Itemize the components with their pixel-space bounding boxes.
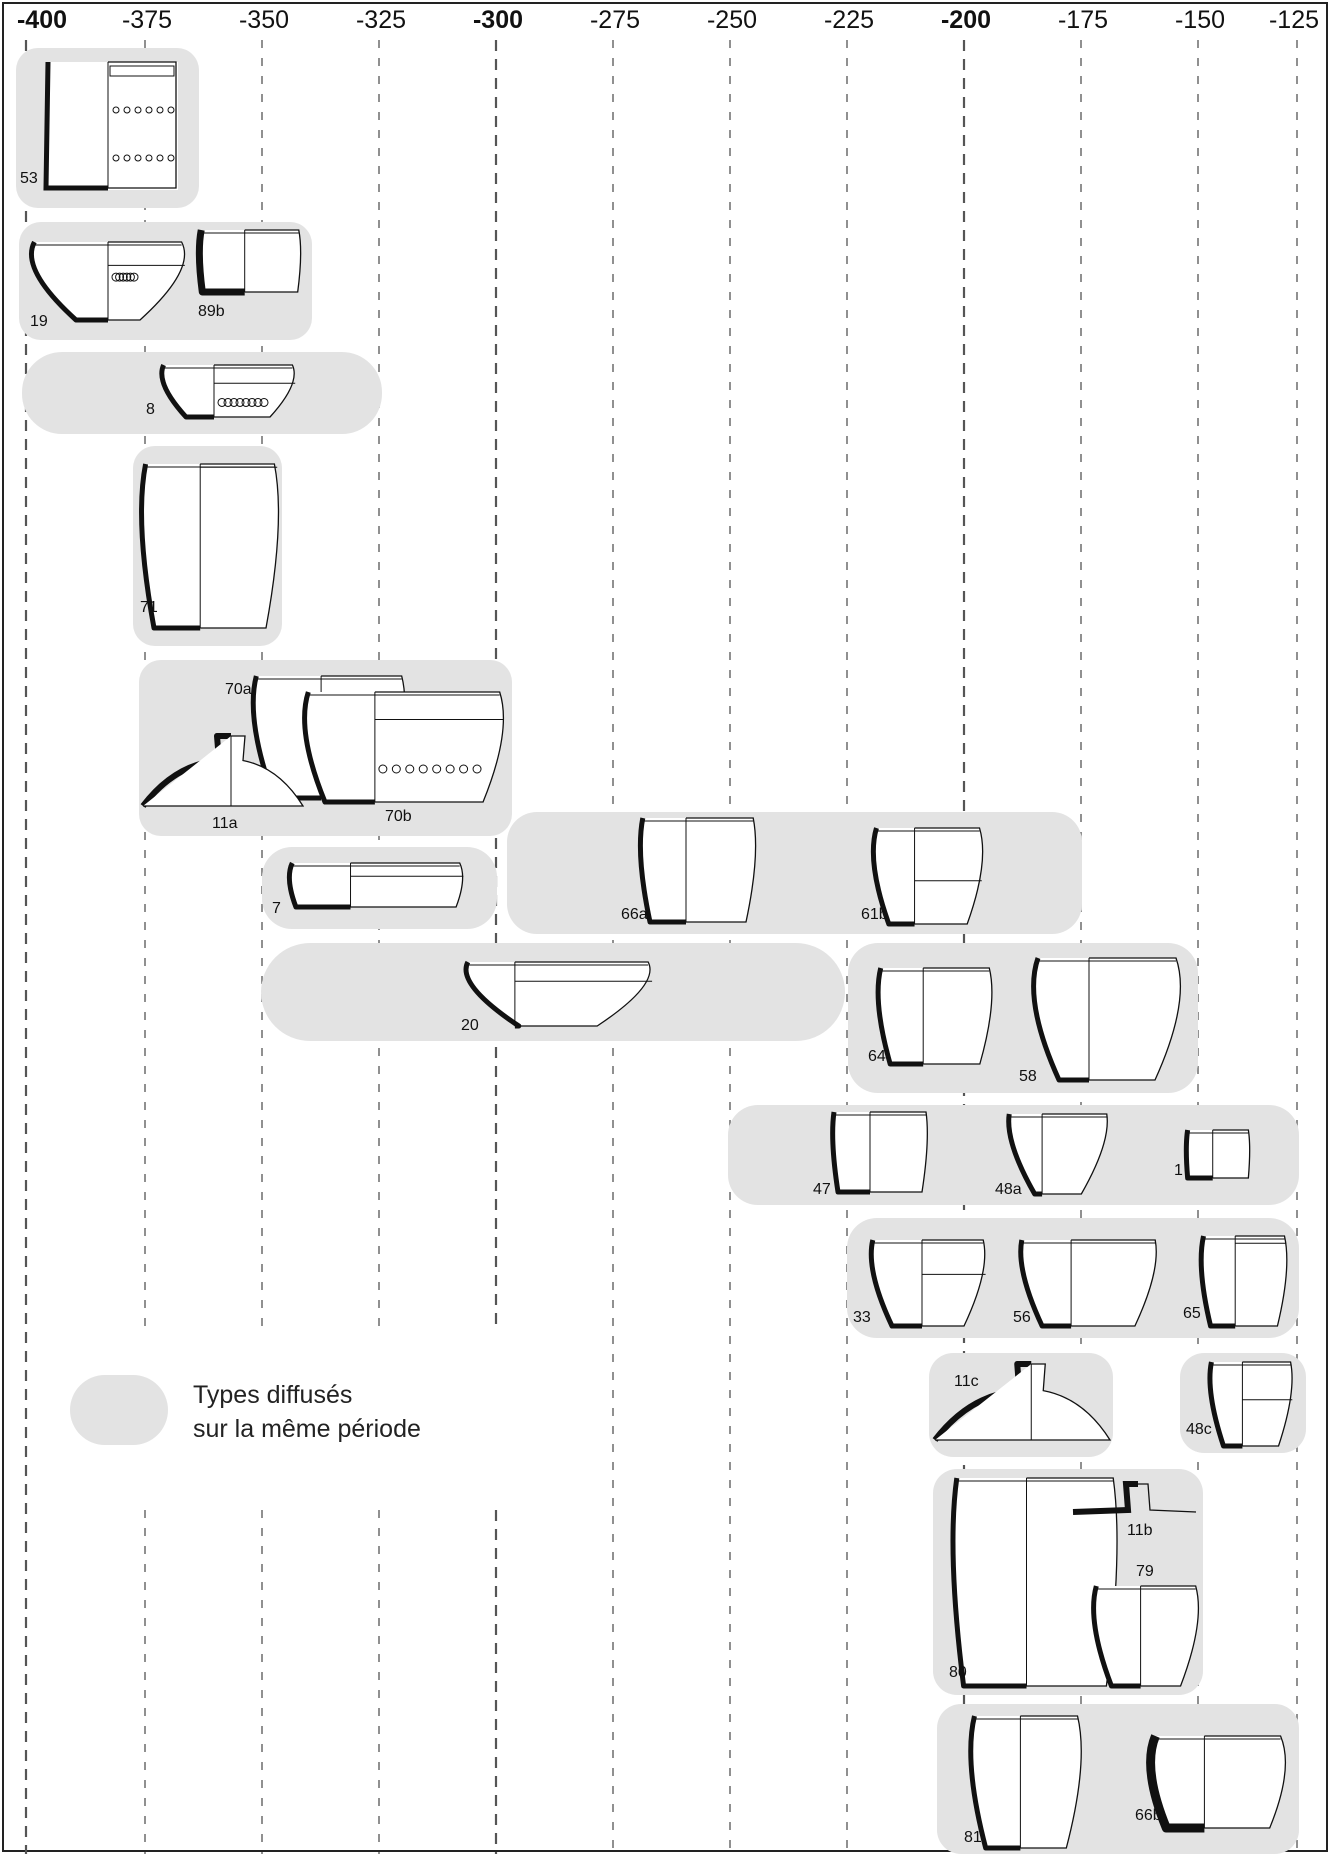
axis-tick-label: -200: [926, 6, 1006, 35]
type-label: 58: [1019, 1068, 1037, 1085]
vessel-outline: [200, 464, 278, 628]
type-label: 11c: [954, 1373, 979, 1390]
type-label: 19: [30, 313, 48, 330]
vessel-outline: [686, 818, 756, 922]
type-label: 71: [140, 599, 158, 616]
type-label: 1: [1174, 1162, 1183, 1179]
vessel-interior: [1186, 1130, 1212, 1178]
type-label: 7: [272, 900, 281, 917]
vessel-profile: [640, 818, 755, 922]
axis-tick-label: -300: [458, 6, 538, 35]
type-label: 81: [964, 1829, 982, 1846]
vessel-profile: [971, 1716, 1082, 1848]
type-label: 61b: [861, 906, 888, 923]
type-label: 80: [949, 1664, 967, 1681]
type-label: 33: [853, 1309, 871, 1326]
type-label: 70a: [225, 681, 252, 698]
axis-tick-label: -125: [1254, 6, 1330, 35]
vessel-outline: [375, 692, 504, 802]
legend-line-1: Types diffusés: [193, 1378, 513, 1412]
legend-swatch: [70, 1375, 168, 1445]
vessel-profile: [871, 1240, 985, 1326]
vessel-profile: [199, 230, 300, 292]
vessel-profile: [305, 692, 504, 802]
vessel-outline: [915, 828, 983, 924]
vessel-interior: [199, 230, 244, 292]
vessel-outline: [245, 230, 301, 292]
legend-line-2: sur la même période: [193, 1412, 513, 1446]
vessel-profile: [46, 62, 178, 190]
axis-tick-label: -350: [224, 6, 304, 35]
vessel-interior: [953, 1478, 1027, 1686]
vessel-profile: [1021, 1240, 1157, 1326]
vessel-profile: [162, 365, 295, 417]
vessel-profile: [1094, 1586, 1199, 1686]
type-label: 11a: [212, 815, 238, 832]
vessel-profile: [289, 863, 463, 907]
axis-tick-label: -375: [107, 6, 187, 35]
type-label: 48a: [995, 1181, 1022, 1198]
type-label: 64: [868, 1048, 886, 1065]
vessel-outline: [1204, 1736, 1285, 1828]
vessel-outline: [351, 863, 463, 907]
type-label: 66b: [1135, 1807, 1162, 1824]
type-label: 20: [461, 1017, 479, 1034]
type-label: 8: [146, 401, 155, 418]
vessel-outline: [1213, 1130, 1250, 1178]
vessel-outline: [870, 1112, 927, 1192]
vessel-profile: [1201, 1236, 1287, 1326]
type-label: 70b: [385, 808, 412, 825]
vessel-profile: [1151, 1736, 1286, 1828]
type-label: 47: [813, 1181, 831, 1198]
vessel-profile: [1034, 958, 1181, 1080]
vessel-outline: [1235, 1236, 1287, 1326]
axis-tick-label: -250: [692, 6, 772, 35]
type-label: 79: [1136, 1563, 1154, 1580]
vessel-profile: [142, 464, 279, 628]
vessel-profile: [833, 1112, 928, 1192]
axis-tick-label: -175: [1043, 6, 1123, 35]
axis-tick-label: -150: [1160, 6, 1240, 35]
axis-tick-label: -400: [2, 6, 82, 35]
vessel-profile: [878, 968, 992, 1064]
type-label: 56: [1013, 1309, 1031, 1326]
axis-tick-label: -325: [341, 6, 421, 35]
type-label: 11b: [1127, 1522, 1153, 1539]
diffusion-band: [507, 812, 1082, 934]
type-label: 53: [20, 170, 38, 187]
type-label: 65: [1183, 1305, 1201, 1322]
type-label: 66a: [621, 906, 648, 923]
vessel-profile: [873, 828, 982, 924]
type-label: 48c: [1186, 1421, 1212, 1438]
vessel-interior: [46, 62, 178, 190]
vessel-profile: [1210, 1362, 1292, 1446]
vessel-profile: [1186, 1130, 1249, 1178]
type-label: 89b: [198, 303, 225, 320]
axis-tick-label: -225: [809, 6, 889, 35]
vessel-outline: [923, 968, 992, 1064]
legend-text: Types diffusés sur la même période: [193, 1378, 513, 1446]
vessel-interior: [289, 863, 350, 907]
axis-tick-label: -275: [575, 6, 655, 35]
